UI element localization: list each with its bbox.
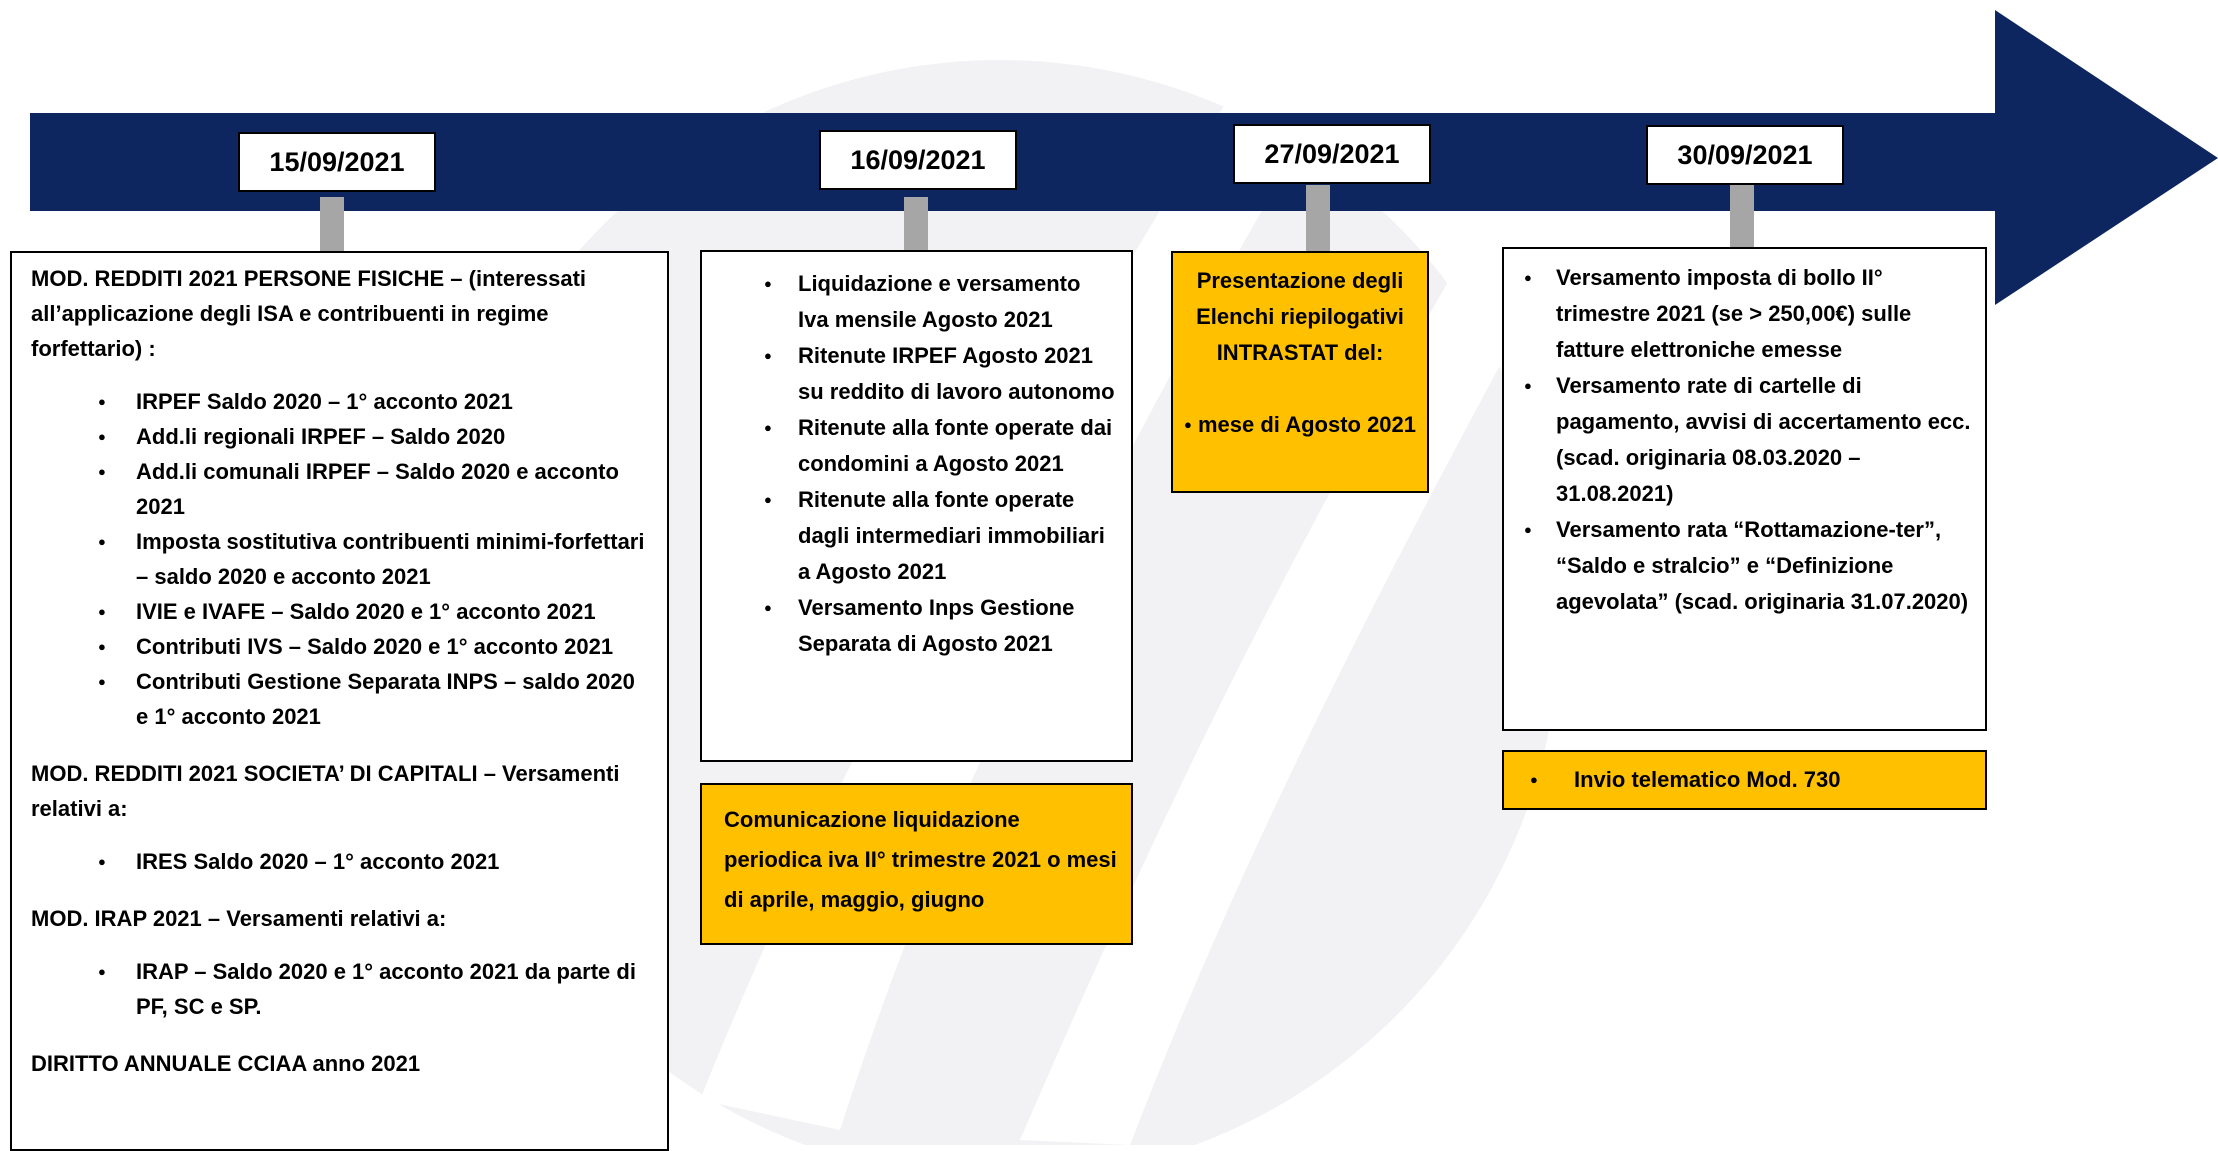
list-item: IVIE e IVAFE – Saldo 2020 e 1° acconto 2…: [31, 594, 651, 629]
deadlines-16-09: Liquidazione e versamento Iva mensile Ag…: [700, 250, 1133, 762]
list-item: IRAP – Saldo 2020 e 1° acconto 2021 da p…: [31, 954, 651, 1024]
list-item: Add.li comunali IRPEF – Saldo 2020 e acc…: [31, 454, 651, 524]
deadlines-27-09: Presentazione degli Elenchi riepilogativ…: [1171, 251, 1429, 493]
date-label-3: 27/09/2021: [1233, 124, 1431, 184]
section-heading: MOD. REDDITI 2021 PERSONE FISICHE – (int…: [31, 266, 587, 361]
item-list: IRAP – Saldo 2020 e 1° acconto 2021 da p…: [31, 954, 651, 1024]
list-item: Liquidazione e versamento Iva mensile Ag…: [720, 266, 1117, 338]
list-item: Versamento Inps Gestione Separata di Ago…: [720, 590, 1117, 662]
list-item: Versamento imposta di bollo II° trimestr…: [1516, 260, 1973, 368]
list-item: Ritenute IRPEF Agosto 2021 su reddito di…: [720, 338, 1117, 410]
section-heading: MOD. IRAP 2021 – Versamenti relativi a:: [31, 906, 447, 931]
bullet-icon: ●: [1183, 417, 1192, 432]
connector-2: [904, 197, 928, 252]
list-item: Versamento rate di cartelle di pagamento…: [1516, 368, 1973, 512]
deadlines-30-09: Versamento imposta di bollo II° trimestr…: [1502, 247, 1987, 731]
date-label-4: 30/09/2021: [1646, 125, 1844, 185]
item-list: IRES Saldo 2020 – 1° acconto 2021: [31, 844, 651, 879]
list-item: Add.li regionali IRPEF – Saldo 2020: [31, 419, 651, 454]
connector-3: [1306, 185, 1330, 253]
list-item: Contributi IVS – Saldo 2020 e 1° acconto…: [31, 629, 651, 664]
section-heading: DIRITTO ANNUALE CCIAA anno 2021: [31, 1051, 421, 1076]
box-item: ● mese di Agosto 2021: [1181, 407, 1419, 443]
note-16-09: Comunicazione liquidazione periodica iva…: [700, 783, 1133, 945]
note-30-09: Invio telematico Mod. 730: [1502, 750, 1987, 810]
date-label-2: 16/09/2021: [819, 130, 1017, 190]
list-item: Ritenute alla fonte operate dagli interm…: [720, 482, 1117, 590]
box-text: Presentazione degli Elenchi riepilogativ…: [1196, 268, 1404, 365]
section-heading: MOD. REDDITI 2021 SOCIETA’ DI CAPITALI –…: [31, 761, 620, 821]
list-item: Ritenute alla fonte operate dai condomin…: [720, 410, 1117, 482]
list-item: IRES Saldo 2020 – 1° acconto 2021: [31, 844, 651, 879]
note-text: Invio telematico Mod. 730: [1516, 762, 1973, 798]
item-list: Versamento imposta di bollo II° trimestr…: [1516, 260, 1973, 620]
list-item: Contributi Gestione Separata INPS – sald…: [31, 664, 651, 734]
list-item: Versamento rata “Rottamazione-ter”, “Sal…: [1516, 512, 1973, 620]
list-item: IRPEF Saldo 2020 – 1° acconto 2021: [31, 384, 651, 419]
item-list: Liquidazione e versamento Iva mensile Ag…: [720, 266, 1117, 662]
list-item: Imposta sostitutiva contribuenti minimi-…: [31, 524, 651, 594]
item-list: Invio telematico Mod. 730: [1516, 762, 1973, 798]
box-item-text: mese di Agosto 2021: [1197, 412, 1417, 437]
connector-4: [1730, 185, 1754, 249]
note-text: Comunicazione liquidazione periodica iva…: [724, 807, 1117, 912]
item-list: IRPEF Saldo 2020 – 1° acconto 2021 Add.l…: [31, 384, 651, 734]
deadlines-15-09: MOD. REDDITI 2021 PERSONE FISICHE – (int…: [10, 251, 669, 1151]
connector-1: [320, 197, 344, 253]
date-label-1: 15/09/2021: [238, 132, 436, 192]
